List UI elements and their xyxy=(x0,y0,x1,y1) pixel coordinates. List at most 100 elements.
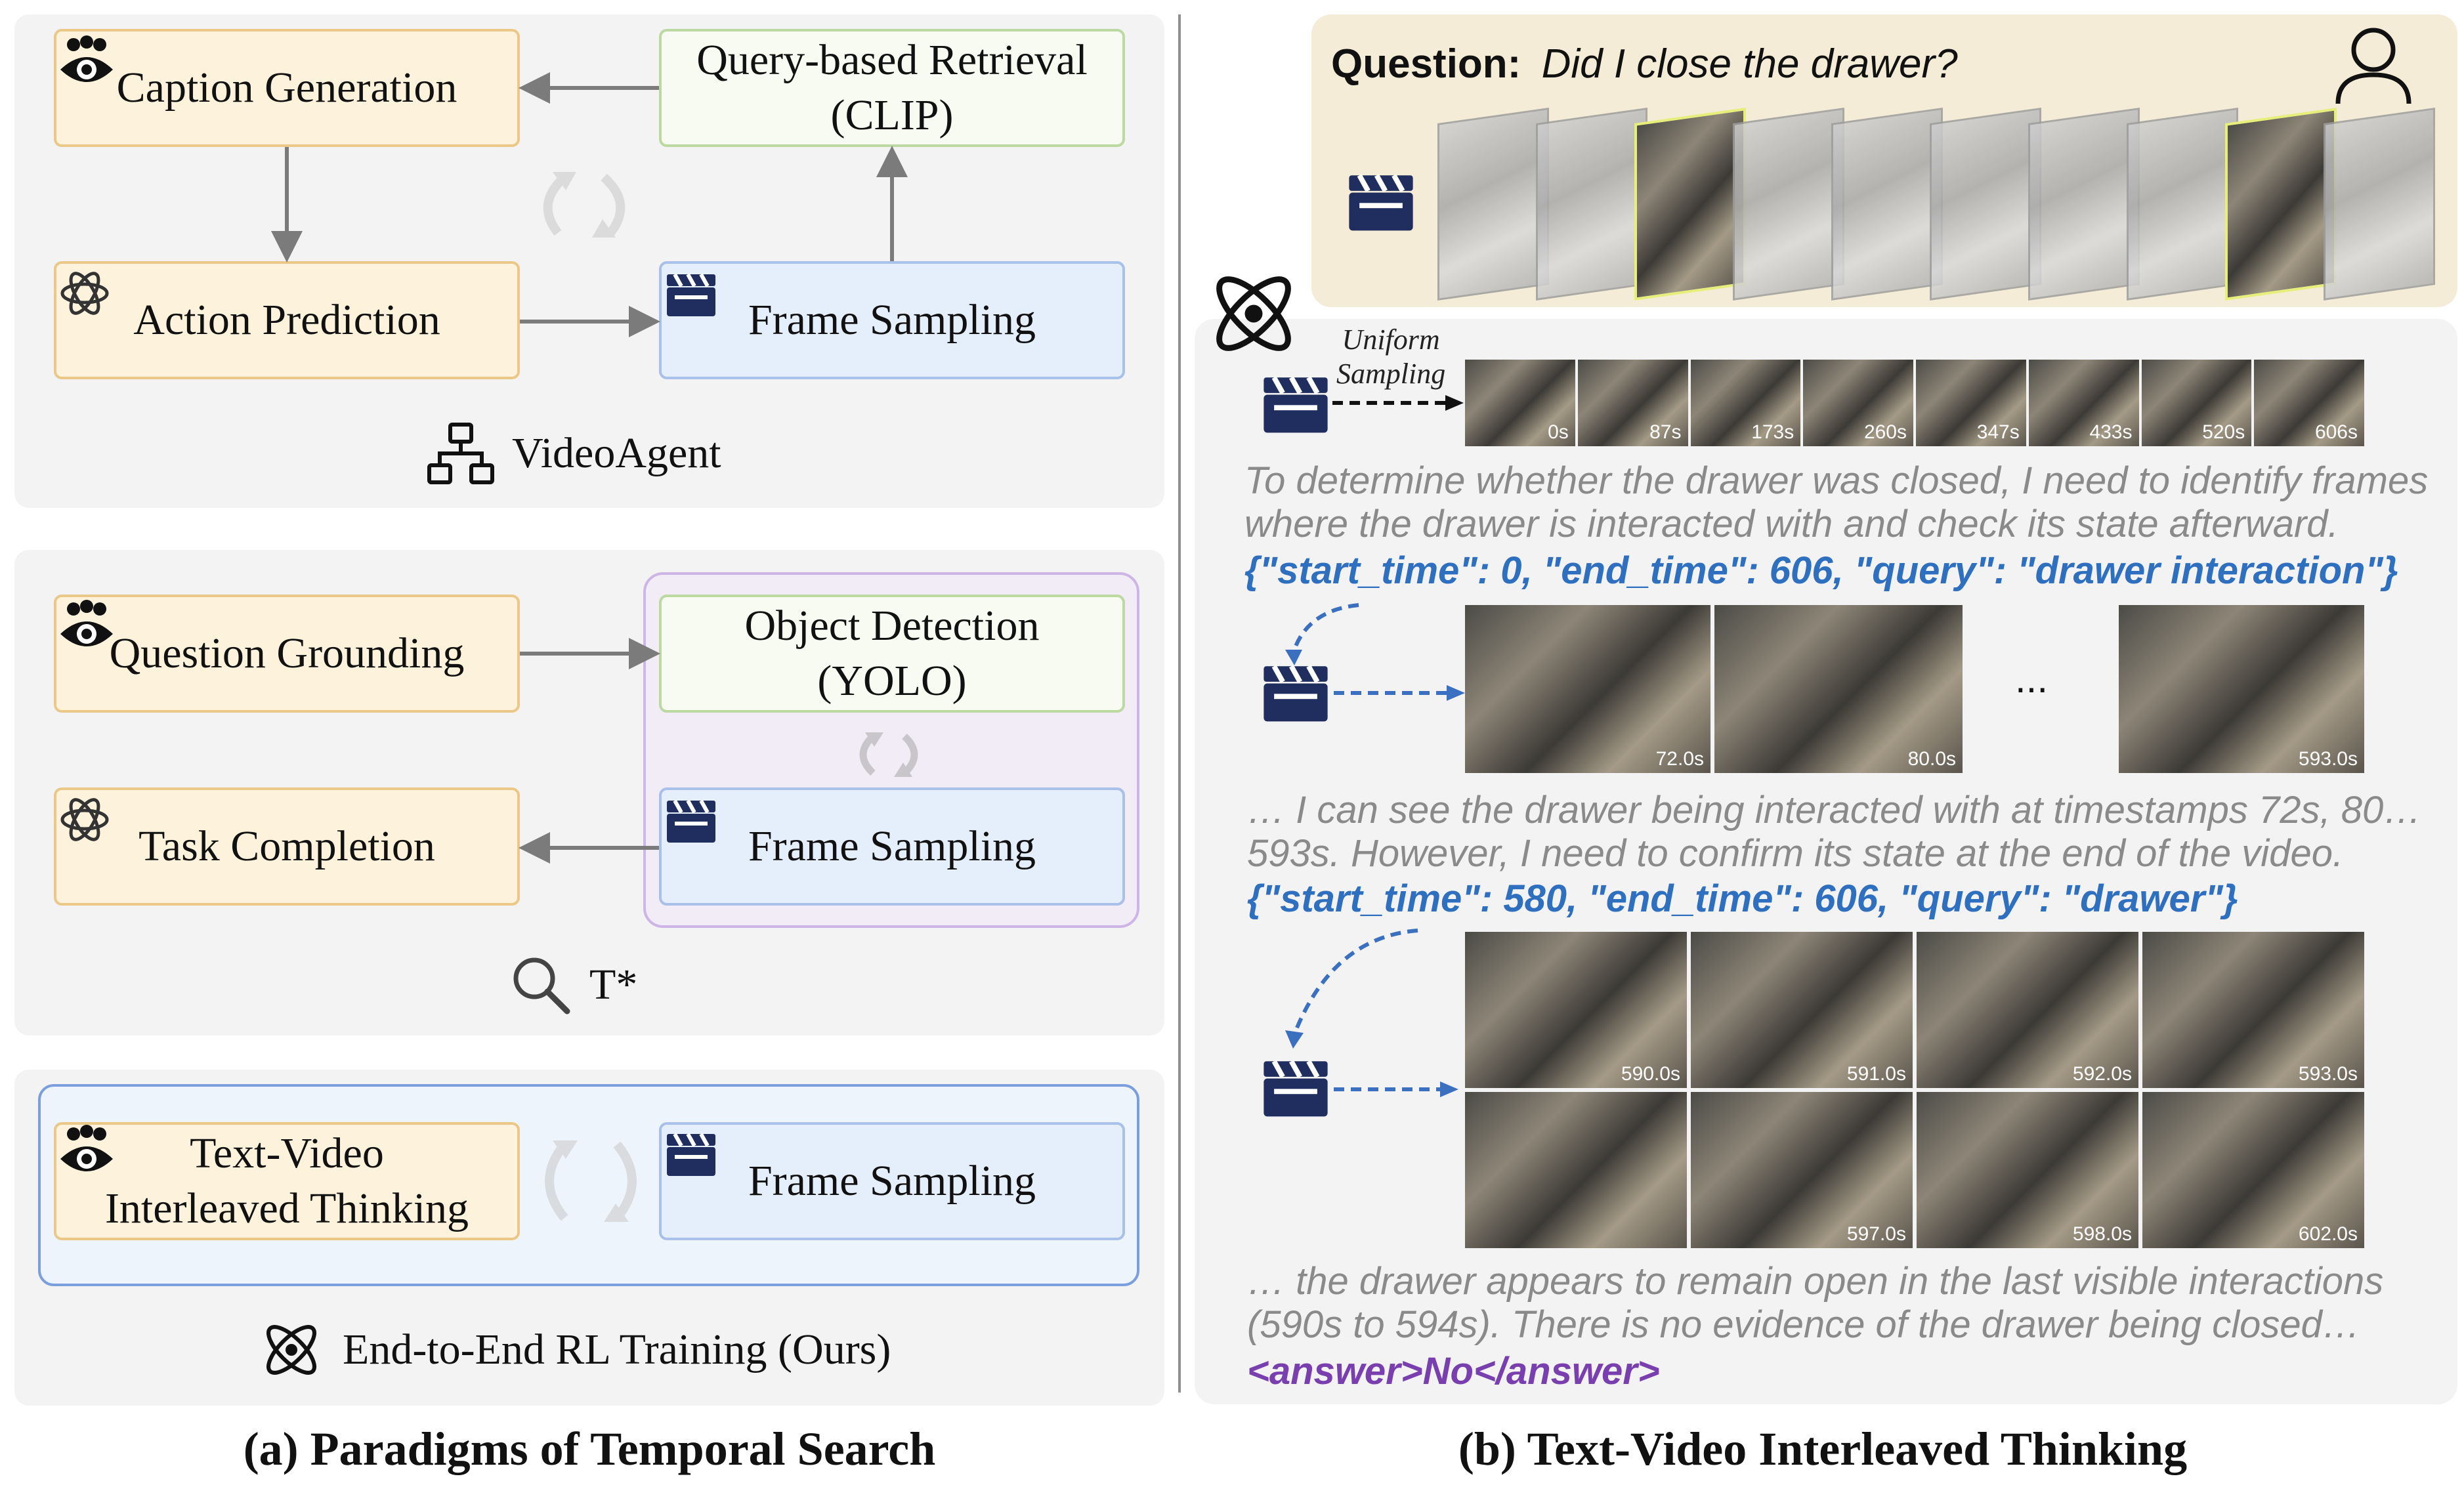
cycle-icon xyxy=(859,732,918,777)
eye-icon xyxy=(60,35,113,82)
clapperboard-icon xyxy=(667,273,715,316)
frame-timestamp: 72.0s xyxy=(1655,748,1704,770)
reasoning-step-1: To determine whether the drawer was clos… xyxy=(1244,459,2428,546)
frame-sampling-label: Frame Sampling xyxy=(748,1157,1036,1205)
query-retrieval-line1: Query-based Retrieval xyxy=(696,36,1088,84)
frame-timestamp: 602.0s xyxy=(2298,1223,2358,1245)
dashed-curve-arrow xyxy=(1285,603,1359,665)
uniform-frame: 87s xyxy=(1577,360,1688,446)
hierarchy-icon xyxy=(427,423,494,484)
task-completion-label: Task Completion xyxy=(138,822,435,870)
clapperboard-icon xyxy=(1264,1060,1328,1117)
interleaved-thinking-box: Text-Video Interleaved Thinking xyxy=(54,1122,520,1240)
uniform-frame: 260s xyxy=(1803,360,1913,446)
reasoning-step-3: … the drawer appears to remain open in t… xyxy=(1247,1260,2383,1347)
frame-timestamp: 593.0s xyxy=(2298,1063,2358,1085)
retrieved-grid: 590.0s 591.0s 592.0s 593.0s 597.0s 598.0… xyxy=(1465,932,2364,1248)
videoagent-caption: VideoAgent xyxy=(427,417,721,490)
dashed-curve-arrow xyxy=(1285,929,1418,1049)
retrieved-frame: 597.0s xyxy=(1691,1092,1913,1248)
question-text: Did I close the drawer? xyxy=(1541,41,1958,87)
query-retrieval-line2: (CLIP) xyxy=(830,91,954,139)
reasoning-2-line2: 593s. However, I need to confirm its sta… xyxy=(1247,832,2344,875)
video-frame xyxy=(1536,108,1647,301)
reasoning-1-line1: To determine whether the drawer was clos… xyxy=(1244,459,2429,502)
retrieved-frame: 72.0s xyxy=(1465,605,1710,773)
object-detection-line1: Object Detection xyxy=(744,602,1040,650)
reasoning-3-line2: (590s to 594s). There is no evidence of … xyxy=(1247,1303,2360,1346)
tool-call-2: {"start_time": 580, "end_time": 606, "qu… xyxy=(1247,877,2238,920)
retrieved-frame: 80.0s xyxy=(1714,605,1963,773)
frame-timestamp: 591.0s xyxy=(1846,1063,1906,1085)
highlighted-video-frame xyxy=(2225,108,2337,301)
clapperboard-icon xyxy=(1264,376,1328,433)
dashed-arrow xyxy=(1334,685,1465,701)
frame-timestamp: 598.0s xyxy=(2072,1223,2132,1245)
retrieved-frame: 593.0s xyxy=(2142,932,2364,1088)
openai-icon xyxy=(60,272,109,315)
frame-timestamp: 260s xyxy=(1863,421,1907,443)
video-frame xyxy=(2324,108,2435,301)
eye-icon xyxy=(60,600,113,646)
task-completion-box: Task Completion xyxy=(54,787,520,906)
frame-sampling-label: Frame Sampling xyxy=(748,296,1036,344)
frame-timestamp: 80.0s xyxy=(1907,748,1956,770)
cycle-icon xyxy=(543,172,626,238)
tstar-caption: T* xyxy=(509,949,637,1021)
uniform-frame: 606s xyxy=(2254,360,2364,446)
frame-timestamp: 592.0s xyxy=(2072,1063,2132,1085)
reasoning-step-2: … I can see the drawer being interacted … xyxy=(1247,789,2421,875)
frames-ellipsis: ... xyxy=(2015,657,2049,701)
frame-timestamp: 87s xyxy=(1649,421,1682,443)
action-prediction-box: Action Prediction xyxy=(54,261,520,379)
final-answer: <answer>No</answer> xyxy=(1247,1350,1660,1393)
retrieved-frame: 592.0s xyxy=(1917,932,2138,1088)
video-frame xyxy=(1831,108,1943,301)
cycle-icon xyxy=(545,1141,637,1222)
retrieved-frame: 591.0s xyxy=(1691,932,1913,1088)
caption-a: (a) Paradigms of Temporal Search xyxy=(243,1423,936,1475)
tstar-arrows xyxy=(519,638,918,864)
frame-timestamp: 433s xyxy=(2089,421,2133,443)
object-detection-line2: (YOLO) xyxy=(817,657,967,705)
dashed-arrow xyxy=(1334,1081,1458,1097)
video-frame xyxy=(1733,108,1844,301)
question-grounding-label: Question Grounding xyxy=(109,629,465,677)
atom-icon xyxy=(266,1325,316,1375)
ours-caption: End-to-End RL Training (Ours) xyxy=(257,1314,891,1386)
caption-generation-label: Caption Generation xyxy=(116,64,457,112)
tool-call-1: {"start_time": 0, "end_time": 606, "quer… xyxy=(1244,549,2398,592)
frame-timestamp: 173s xyxy=(1751,421,1795,443)
reasoning-2-line1: … I can see the drawer being interacted … xyxy=(1247,789,2422,831)
openai-icon xyxy=(60,798,109,841)
videoagent-label: VideoAgent xyxy=(512,429,721,477)
question-label: Question: xyxy=(1331,41,1521,87)
uniform-frame: 347s xyxy=(1916,360,2026,446)
frame-timestamp: 597.0s xyxy=(1846,1223,1906,1245)
reasoning-1-line2: where the drawer is interacted with and … xyxy=(1244,503,2339,545)
question-row: Question: Did I close the drawer? xyxy=(1331,41,1958,87)
clapperboard-icon xyxy=(1349,174,1413,231)
highlighted-video-frame xyxy=(1634,108,1746,301)
question-grounding-box: Question Grounding xyxy=(54,595,520,713)
uniform-sampling-label: Uniform Sampling xyxy=(1336,323,1445,391)
clapperboard-icon xyxy=(667,1133,715,1176)
ours-label: End-to-End RL Training (Ours) xyxy=(343,1326,891,1373)
uniform-arrow xyxy=(1332,395,1464,411)
atom-icon xyxy=(1216,276,1291,351)
frame-sampling-label: Frame Sampling xyxy=(748,822,1036,870)
reasoning-3-line1: … the drawer appears to remain open in t… xyxy=(1247,1260,2384,1303)
action-prediction-label: Action Prediction xyxy=(133,296,440,344)
search-icon xyxy=(513,957,570,1015)
user-icon xyxy=(2335,28,2411,104)
frame-sampling-box: Frame Sampling xyxy=(659,261,1125,379)
frame-timestamp: 593.0s xyxy=(2298,748,2358,770)
retrieved-frame: 590.0s xyxy=(1465,932,1687,1088)
frame-timestamp: 520s xyxy=(2202,421,2245,443)
frame-timestamp: 590.0s xyxy=(1621,1063,1680,1085)
video-frame xyxy=(2028,108,2140,301)
frame-sampling-box: Frame Sampling xyxy=(659,1122,1125,1240)
video-frame xyxy=(2127,108,2238,301)
uniform-frame: 173s xyxy=(1690,360,1801,446)
uniform-frame: 520s xyxy=(2141,360,2252,446)
